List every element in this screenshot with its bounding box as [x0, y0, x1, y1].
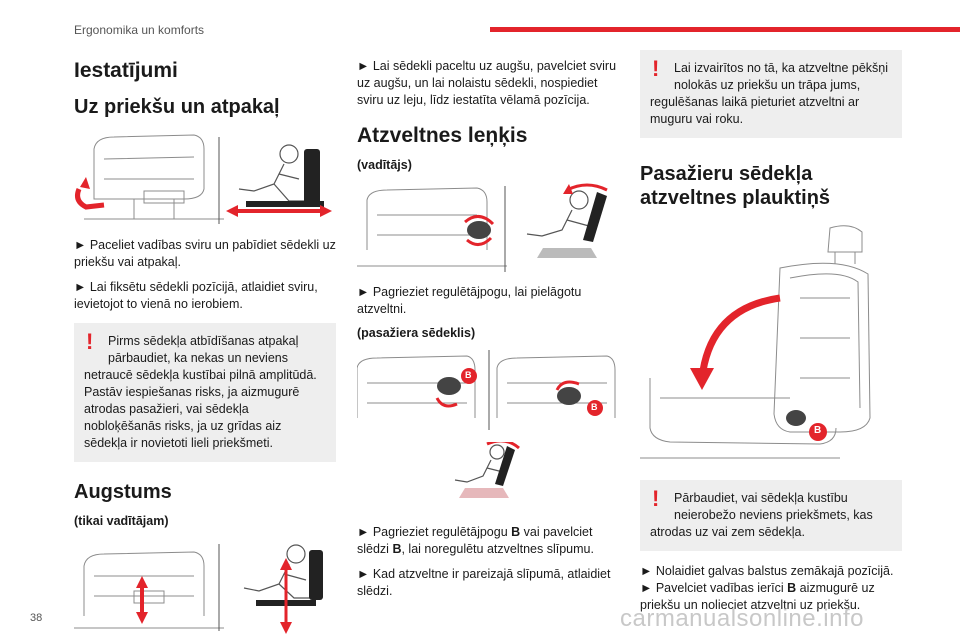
column-3: ! Lai izvairītos no tā, ka atzveltne pēk… — [640, 50, 902, 622]
figure-seat-slide — [74, 129, 336, 229]
seat-slide-illustration — [75, 134, 332, 225]
warning-box-1: ! Pirms sēdekļa atbīdīšanas atpakaļ pārb… — [74, 323, 336, 463]
tray-step-2: ► Pavelciet vadības ierīci B aizmugurē u… — [640, 581, 875, 612]
driver-subtitle: (vadītājs) — [357, 158, 412, 173]
warning-1-rest: netraucē sēdekļa kustībai pilnā amplitūd… — [84, 368, 317, 451]
passenger-step-2: ► Kad atzveltne ir pareizajā slīpumā, at… — [357, 567, 611, 599]
section-header: Ergonomika un komforts — [74, 23, 205, 37]
section-title-forward-back: Uz priekšu un atpakaļ — [74, 96, 280, 119]
seatback-tray-illustration — [640, 225, 871, 459]
page-title: Iestatījumi — [74, 59, 178, 82]
passenger-step-1: ► Pagrieziet regulētājpogu B vai pavelci… — [357, 525, 594, 557]
label-b-tray: B — [814, 425, 822, 436]
tray-step-1: ► Nolaidiet galvas balstus zemākajā pozī… — [640, 564, 894, 578]
passenger-person-illustration — [454, 439, 520, 499]
figure-seatback-tray: B — [640, 218, 902, 468]
section-title-height: Augstums — [74, 481, 172, 504]
height-subtitle: (tikai vadītājam) — [74, 514, 169, 529]
label-b-right: B — [591, 402, 598, 413]
warning-icon: ! — [652, 486, 660, 511]
driver-recline-illustration — [357, 183, 608, 273]
column-1: Iestatījumi Uz priekšu un atpakaļ ► Pace… — [74, 50, 336, 644]
figure-passenger-recline: B B — [356, 348, 619, 434]
figure-passenger-person — [357, 439, 619, 504]
figure-seat-height — [74, 536, 336, 636]
step-slide-1: ► Paceliet vadības sviru un pabīdiet sēd… — [74, 238, 336, 270]
seat-height-illustration — [74, 544, 323, 635]
warning-2-rest: atrodas uz vai zem sēdekļa. — [650, 525, 805, 539]
driver-step: ► Pagrieziet regulētājpogu, lai pielāgot… — [357, 285, 582, 317]
warning-top-first: Lai izvairītos no tā, ka atzveltne pēkšņ… — [674, 61, 889, 92]
column-2: ► Lai sēdekli paceltu uz augšu, pavelcie… — [356, 50, 619, 608]
height-step: ► Lai sēdekli paceltu uz augšu, pavelcie… — [357, 59, 617, 107]
label-b-left: B — [465, 370, 472, 381]
step-slide-2: ► Lai fiksētu sēdekli pozīcijā, atlaidie… — [74, 280, 318, 312]
warning-icon: ! — [86, 329, 94, 355]
watermark: carmanualsonline.info — [620, 605, 864, 632]
section-title-tray: Pasažieru sēdekļa atzveltnes plauktiņš — [640, 163, 831, 209]
passenger-recline-illustration — [356, 350, 616, 431]
warning-box-2: ! Pārbaudiet, vai sēdekļa kustību neiero… — [640, 480, 902, 551]
warning-top-rest: regulēšanas laikā pieturiet atzveltni ar… — [650, 95, 860, 126]
warning-box-top: ! Lai izvairītos no tā, ka atzveltne pēk… — [640, 50, 902, 138]
page-number: 38 — [30, 612, 43, 624]
section-title-recline: Atzveltnes leņķis — [357, 124, 528, 147]
figure-driver-recline — [357, 180, 619, 276]
header-accent-bar — [490, 27, 960, 32]
warning-1-first: Pirms sēdekļa atbīdīšanas atpakaļ pārbau… — [108, 334, 299, 366]
warning-2-first: Pārbaudiet, vai sēdekļa kustību neierobe… — [674, 491, 873, 522]
passenger-subtitle: (pasažiera sēdeklis) — [357, 326, 476, 341]
warning-icon: ! — [652, 56, 660, 81]
